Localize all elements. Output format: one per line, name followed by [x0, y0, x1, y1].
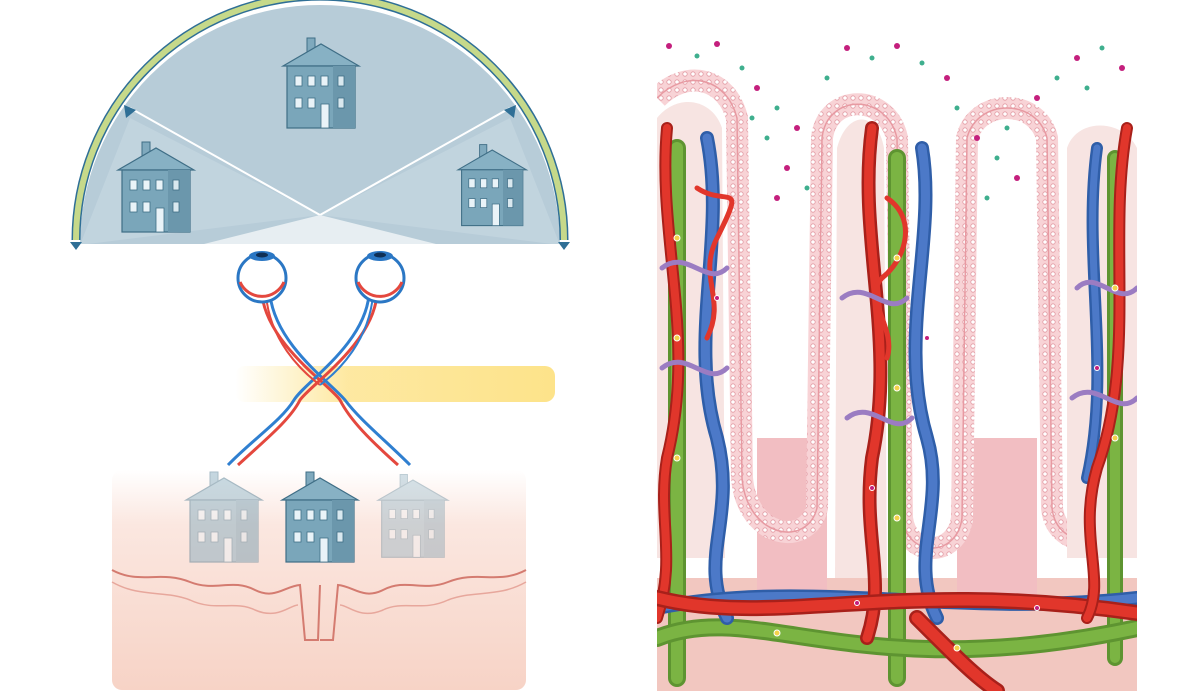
nutrient-particles — [666, 41, 1125, 201]
field-arc-arrows — [70, 0, 570, 250]
left-eye-icon — [236, 251, 288, 304]
right-eye-icon — [354, 251, 406, 304]
visual-pathway-diagram — [70, 0, 570, 690]
capillaries — [659, 259, 1137, 427]
artery-network — [657, 121, 1137, 691]
crypt — [957, 438, 1037, 598]
optic-nerves — [226, 294, 412, 467]
villus-epithelium — [657, 69, 1137, 559]
vessel-particles — [673, 234, 1119, 652]
villi-svg — [657, 38, 1137, 691]
visual-pathway-svg — [70, 0, 570, 690]
intestinal-villi-illustration — [657, 38, 1137, 691]
optic-chiasm-band — [235, 366, 555, 402]
